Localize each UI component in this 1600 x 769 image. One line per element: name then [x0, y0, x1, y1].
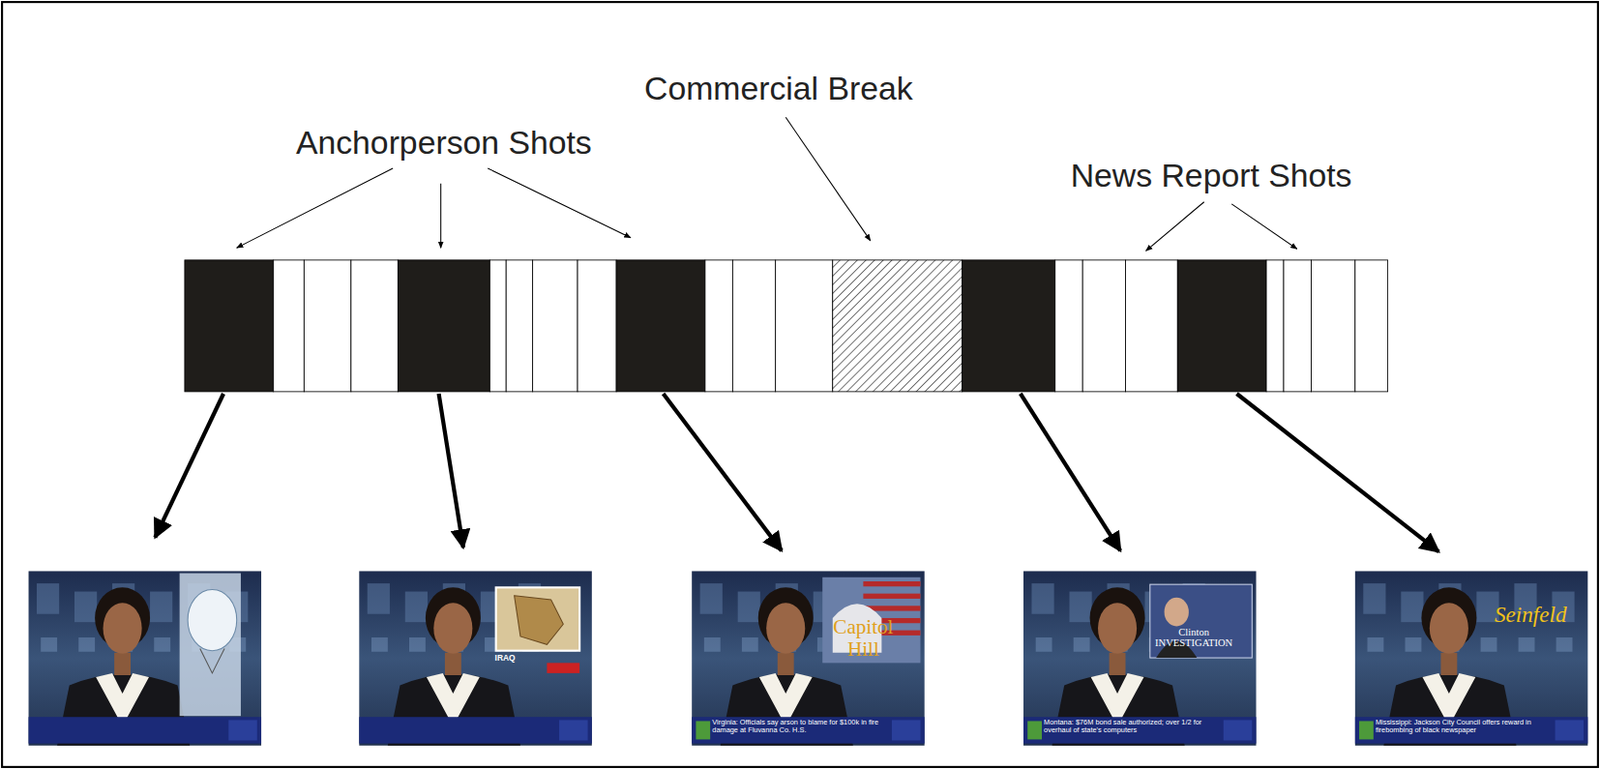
inset-text: Capitol Hill [819, 616, 908, 661]
ticker-text: Montana: $76M bond sale authorized; over… [1043, 718, 1219, 735]
group-label: Commercial Break [644, 70, 914, 107]
anchor-thumbnail [29, 570, 263, 745]
ticker-text: Mississippi: Jackson City Council offers… [1375, 718, 1551, 735]
ticker-text: Virginia: Officials say arson to blame f… [711, 718, 888, 735]
anchor-thumbnail [358, 570, 593, 745]
report-shot [1055, 260, 1083, 392]
report-shot [1310, 260, 1355, 392]
group-label: News Report Shots [1070, 157, 1353, 194]
report-shot [1283, 260, 1311, 392]
inset-text: Clinton INVESTIGATION [1151, 626, 1238, 650]
inset-text: Seinfeld [1494, 602, 1568, 628]
report-shot [732, 260, 775, 392]
report-shot [489, 260, 506, 392]
report-shot [705, 260, 733, 392]
report-shot [273, 260, 305, 392]
report-shot [1266, 260, 1284, 392]
anchor-shot [616, 260, 706, 392]
inset-text: IRAQ [495, 653, 516, 663]
group-label: Anchorperson Shots [296, 124, 593, 161]
report-shot [351, 260, 399, 392]
anchor-shot [397, 260, 490, 392]
anchor-shot [1177, 260, 1267, 392]
commercial-shot [832, 260, 963, 392]
report-shot [577, 260, 617, 392]
report-shot [505, 260, 533, 392]
report-shot [1082, 260, 1126, 392]
report-shot [303, 260, 352, 392]
report-shot [533, 260, 578, 392]
report-shot [1355, 260, 1389, 392]
anchor-thumbnail [691, 570, 925, 745]
anchor-shot [184, 260, 274, 392]
anchor-thumbnail [1023, 570, 1257, 745]
anchor-shot [962, 260, 1056, 392]
report-shot [775, 260, 833, 392]
report-shot [1125, 260, 1178, 392]
anchor-thumbnail [1355, 570, 1589, 745]
